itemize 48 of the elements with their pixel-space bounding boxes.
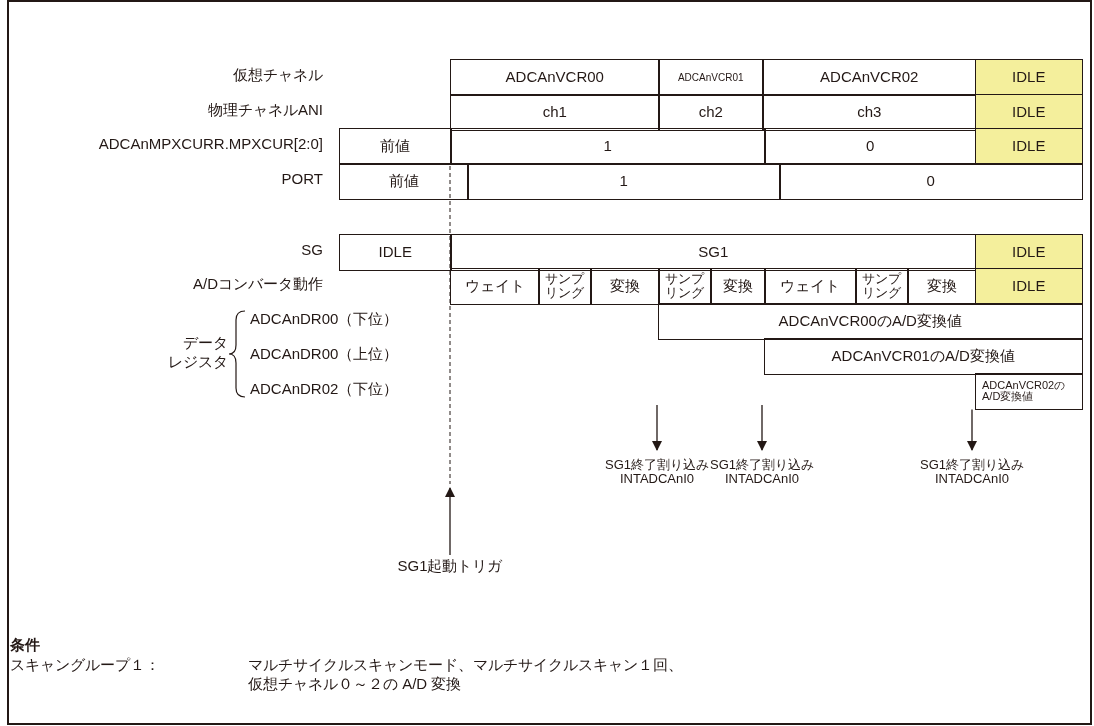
signal-label: ADCAnDR00（下位）: [250, 310, 400, 329]
timing-cell: IDLE: [975, 128, 1083, 165]
timing-cell: ADCAnVCR00のA/D変換値: [658, 303, 1083, 340]
trigger-label: SG1起動トリガ: [390, 555, 510, 577]
arrow: [445, 487, 455, 556]
timing-cell: IDLE: [339, 234, 452, 271]
signal-label: PORT: [280, 170, 323, 189]
timing-cell: 1: [450, 128, 766, 165]
timing-cell: ADCAnVCR01: [658, 59, 764, 96]
section-heading: 条件: [10, 636, 41, 655]
arrow: [652, 404, 662, 451]
signal-label: ADCAnMPXCURR.MPXCUR[2:0]: [97, 135, 323, 154]
timing-cell: ウェイト: [450, 268, 540, 305]
timing-cell: ADCAnVCR02: [762, 59, 977, 96]
timing-cell: IDLE: [975, 234, 1083, 271]
signal-label: SG: [300, 241, 323, 260]
timing-cell: 前値: [339, 128, 452, 165]
timing-cell: 前値: [339, 163, 469, 200]
timing-cell: IDLE: [975, 59, 1083, 96]
timing-cell: ADCAnVCR01のA/D変換値: [764, 338, 1083, 375]
signal-label: ADCAnDR02（下位）: [250, 380, 400, 399]
timing-cell: 0: [764, 128, 977, 165]
timing-cell: サンプリング: [658, 268, 712, 305]
timing-cell: ch2: [658, 94, 764, 131]
arrow: [757, 404, 767, 451]
timing-cell: 変換: [590, 268, 660, 305]
timing-cell: 0: [779, 163, 1083, 200]
signal-label: A/Dコンバータ動作: [192, 275, 323, 294]
interrupt-label: SG1終了割り込み INTADCAnI0: [917, 450, 1027, 494]
timing-cell: サンプリング: [855, 268, 909, 305]
timing-cell: ch1: [450, 94, 660, 131]
timing-cell: IDLE: [975, 268, 1083, 305]
signal-label: ADCAnDR00（上位）: [250, 345, 400, 364]
timing-cell: IDLE: [975, 94, 1083, 131]
signal-label: データレジスタ: [168, 334, 229, 372]
signal-label: 物理チャネルANI: [207, 101, 323, 120]
timing-cell: 1: [467, 163, 781, 200]
timing-cell: ch3: [762, 94, 977, 131]
condition-label: スキャングループ１：: [10, 656, 160, 675]
timing-cell: ADCAnVCR02のA/D変換値: [975, 373, 1083, 410]
signal-label: 仮想チャネル: [232, 66, 323, 85]
condition-text: マルチサイクルスキャンモード、マルチサイクルスキャン１回、仮想チャネル０～２の A/D 変換: [248, 656, 684, 694]
timing-cell: ウェイト: [764, 268, 857, 305]
arrow: [967, 408, 977, 451]
timing-cell: 変換: [710, 268, 766, 305]
timing-cell: SG1: [450, 234, 977, 271]
timing-cell: サンプリング: [538, 268, 592, 305]
timing-cell: ADCAnVCR00: [450, 59, 660, 96]
